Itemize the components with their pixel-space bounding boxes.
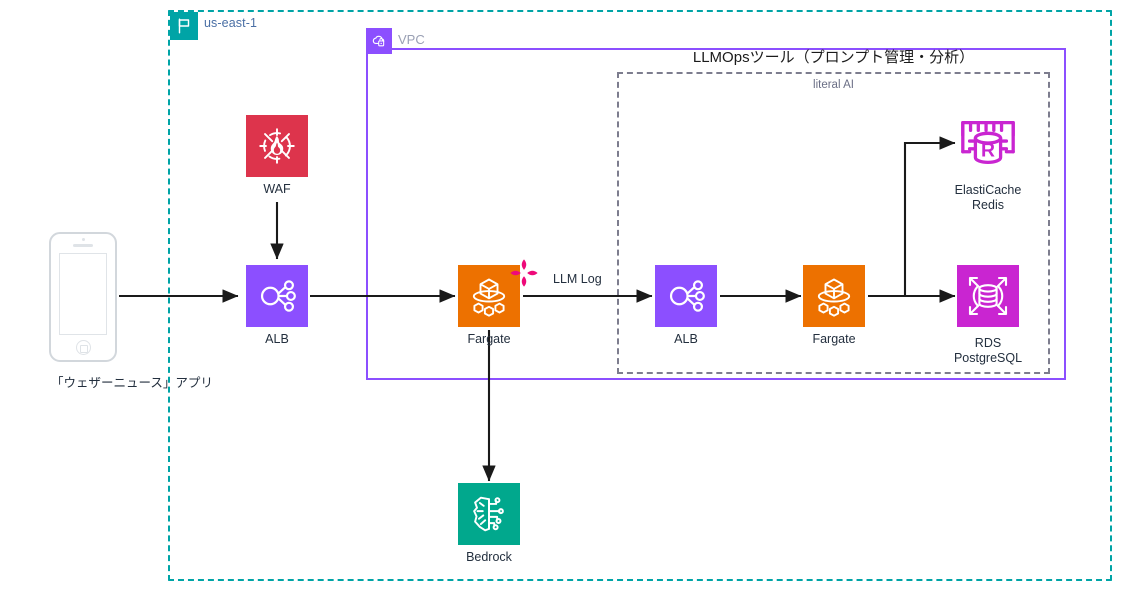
llmops-group-subtitle: literal AI	[813, 79, 854, 91]
elasticache-redis-icon: R	[957, 112, 1019, 174]
node-label-waf: WAF	[263, 182, 291, 196]
literal-ai-flower-badge	[509, 258, 539, 288]
node-label-alb-llmops: ALB	[674, 332, 698, 346]
llmops-group-title: LLMOpsツール（プロンプト管理・分析）	[692, 49, 975, 66]
phone-speaker	[73, 244, 93, 247]
fargate-container-icon	[458, 265, 520, 327]
client-label: 「ウェザーニュース」アプリ	[51, 376, 213, 390]
region-label: us-east-1	[204, 16, 258, 30]
llmops-container	[617, 72, 1050, 374]
svg-text:R: R	[981, 140, 995, 162]
load-balancer-icon	[655, 265, 717, 327]
fargate-container-icon	[803, 265, 865, 327]
phone-screen	[59, 253, 107, 335]
edge-label-llm-log: LLM Log	[553, 272, 602, 286]
rds-database-icon	[957, 265, 1019, 327]
load-balancer-icon	[246, 265, 308, 327]
phone-camera-dot	[81, 238, 85, 241]
waf-shield-icon	[246, 115, 308, 177]
node-label-bedrock: Bedrock	[466, 550, 512, 564]
node-label-alb-public: ALB	[265, 332, 289, 346]
node-label-elasticache-redis: ElastiCache Redis	[954, 183, 1022, 212]
bedrock-brain-icon	[458, 483, 520, 545]
vpc-label: VPC	[398, 32, 425, 47]
node-label-rds-postgresql: RDS PostgreSQL	[953, 336, 1023, 365]
vpc-container	[366, 48, 1066, 380]
node-label-fargate-llmops: Fargate	[812, 332, 856, 346]
node-label-fargate-app: Fargate	[467, 332, 511, 346]
client-device-phone	[49, 232, 117, 362]
vpc-cloud-lock-icon	[366, 28, 392, 54]
region-flag-icon	[170, 12, 198, 40]
phone-home-button	[75, 340, 91, 355]
